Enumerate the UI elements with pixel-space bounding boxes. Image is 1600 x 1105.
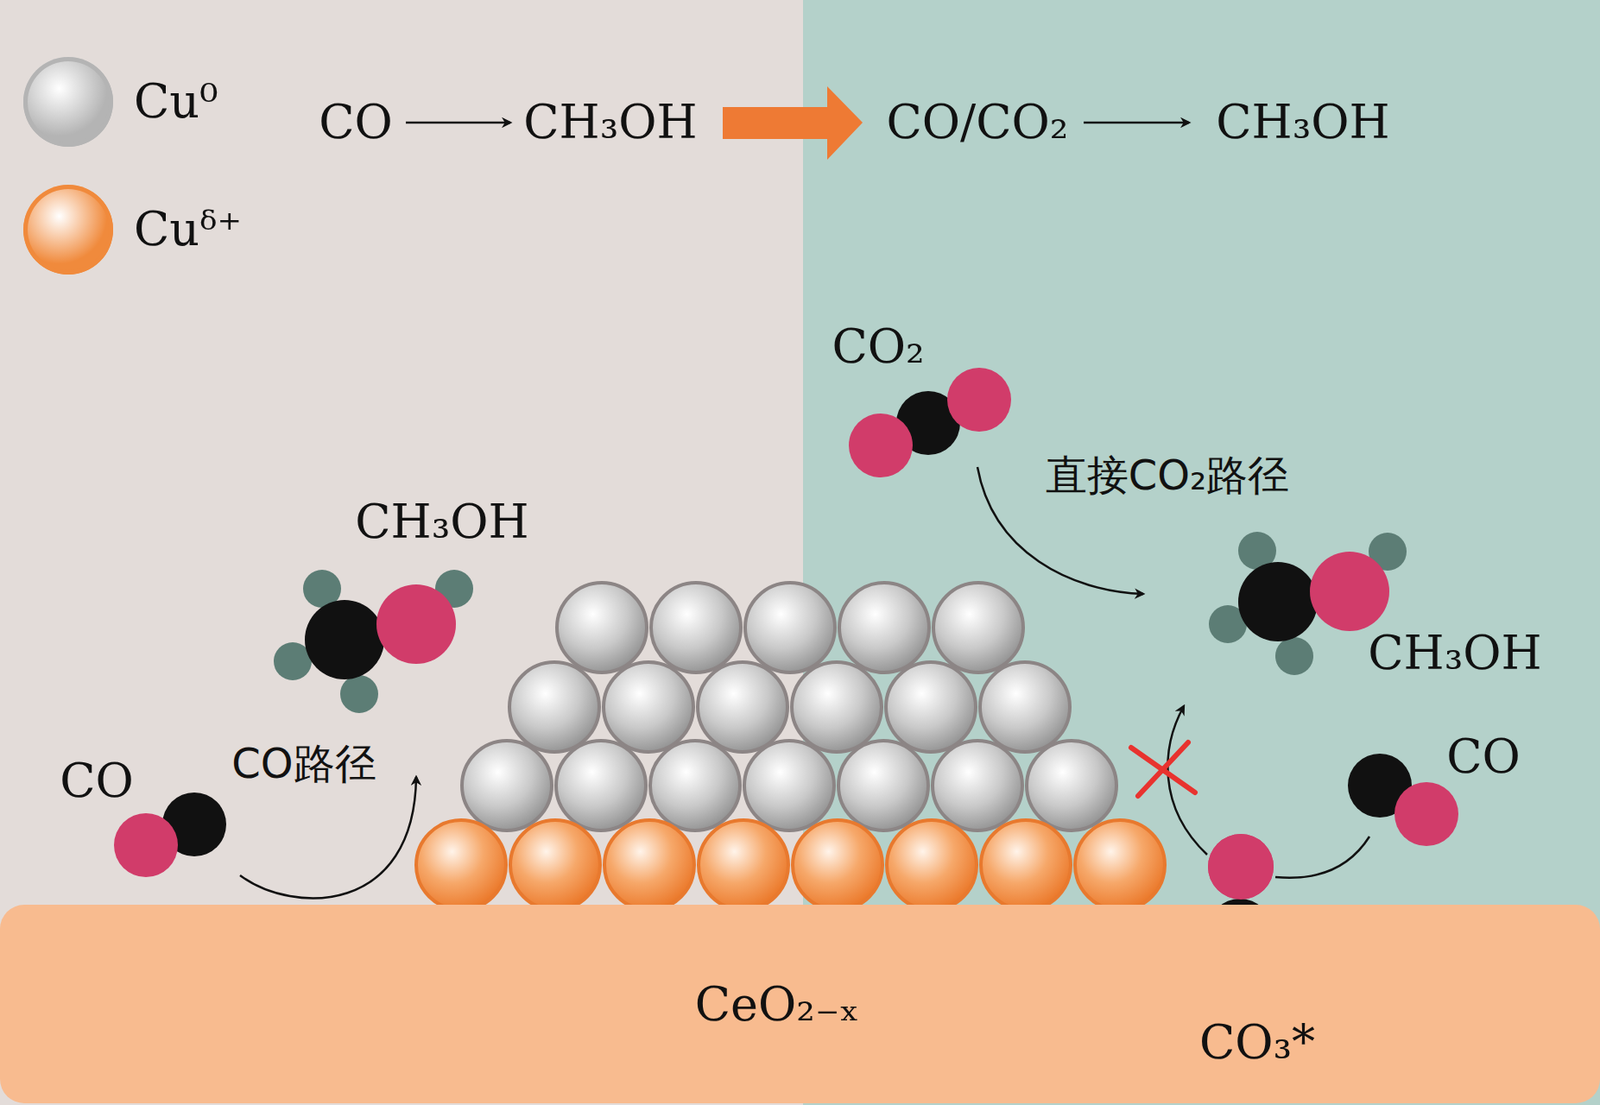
cu-atom <box>697 662 788 753</box>
carbonate-atom <box>1264 926 1331 993</box>
blocked-mark <box>1131 742 1196 797</box>
carbonate-atom <box>1207 834 1274 900</box>
cu-atom <box>885 662 976 753</box>
cu-atom <box>745 582 835 673</box>
cu-atom <box>509 662 600 753</box>
cu-atom <box>792 820 883 911</box>
cu-atom <box>932 740 1023 831</box>
transition-arrow <box>722 86 863 160</box>
reaction-arrow <box>1083 121 1189 125</box>
cu-atom <box>838 740 929 831</box>
cu-atom <box>556 582 647 673</box>
cu-atom <box>744 740 835 831</box>
pathway-arrow <box>240 777 417 899</box>
support-band: CeO₂₋ₓ <box>0 904 1600 1104</box>
species-label: CO₃* <box>1199 1017 1316 1069</box>
pathway-label: CO路径 <box>231 740 376 787</box>
cu-atom <box>461 740 552 831</box>
cu-atom <box>933 582 1024 673</box>
carbonate-atom <box>1207 898 1272 963</box>
cu-atom <box>556 740 646 831</box>
adsorption-line <box>1275 836 1370 879</box>
species-label: CO₂ <box>831 321 924 373</box>
cu-atom <box>651 582 741 673</box>
species-label: CH₃OH <box>1215 96 1390 148</box>
co2-molecule <box>848 367 1012 478</box>
carbonate-atom <box>1156 926 1222 993</box>
legend-swatch <box>23 56 114 147</box>
cu-atom <box>1075 820 1165 911</box>
species-label: CH₃OH <box>523 96 697 148</box>
methanol-molecule <box>273 569 474 714</box>
legend-label: Cuᵟ⁺ <box>133 203 242 255</box>
carbonate-atom <box>1207 834 1274 900</box>
cu-atom <box>1026 740 1117 831</box>
cu-atom <box>980 820 1071 911</box>
cu-atom <box>650 740 740 831</box>
support-label: CeO₂₋ₓ <box>695 979 861 1031</box>
cu-atom <box>980 662 1070 753</box>
cu-atom <box>839 582 930 673</box>
pathway-label: 直接CO₂路径 <box>1045 452 1291 499</box>
cu-atom <box>510 820 601 911</box>
cu-atom <box>698 820 789 911</box>
cu-atom <box>886 820 977 911</box>
cu-atom <box>603 662 694 753</box>
cu-atom <box>416 820 506 911</box>
legend-swatch <box>23 184 114 275</box>
species-label: CH₃OH <box>354 496 529 548</box>
species-label: CO/CO₂ <box>885 96 1069 148</box>
species-label: CO <box>1446 731 1521 783</box>
cu-particle <box>461 582 1117 831</box>
cu-atom <box>604 820 695 911</box>
co-molecule <box>1347 753 1459 847</box>
cu-atom <box>791 662 882 753</box>
legend-label: Cu⁰ <box>133 75 219 127</box>
reaction-arrow <box>405 121 511 125</box>
species-label: CO <box>318 96 393 148</box>
species-label: CO <box>59 755 134 807</box>
species-label: CH₃OH <box>1367 627 1542 679</box>
